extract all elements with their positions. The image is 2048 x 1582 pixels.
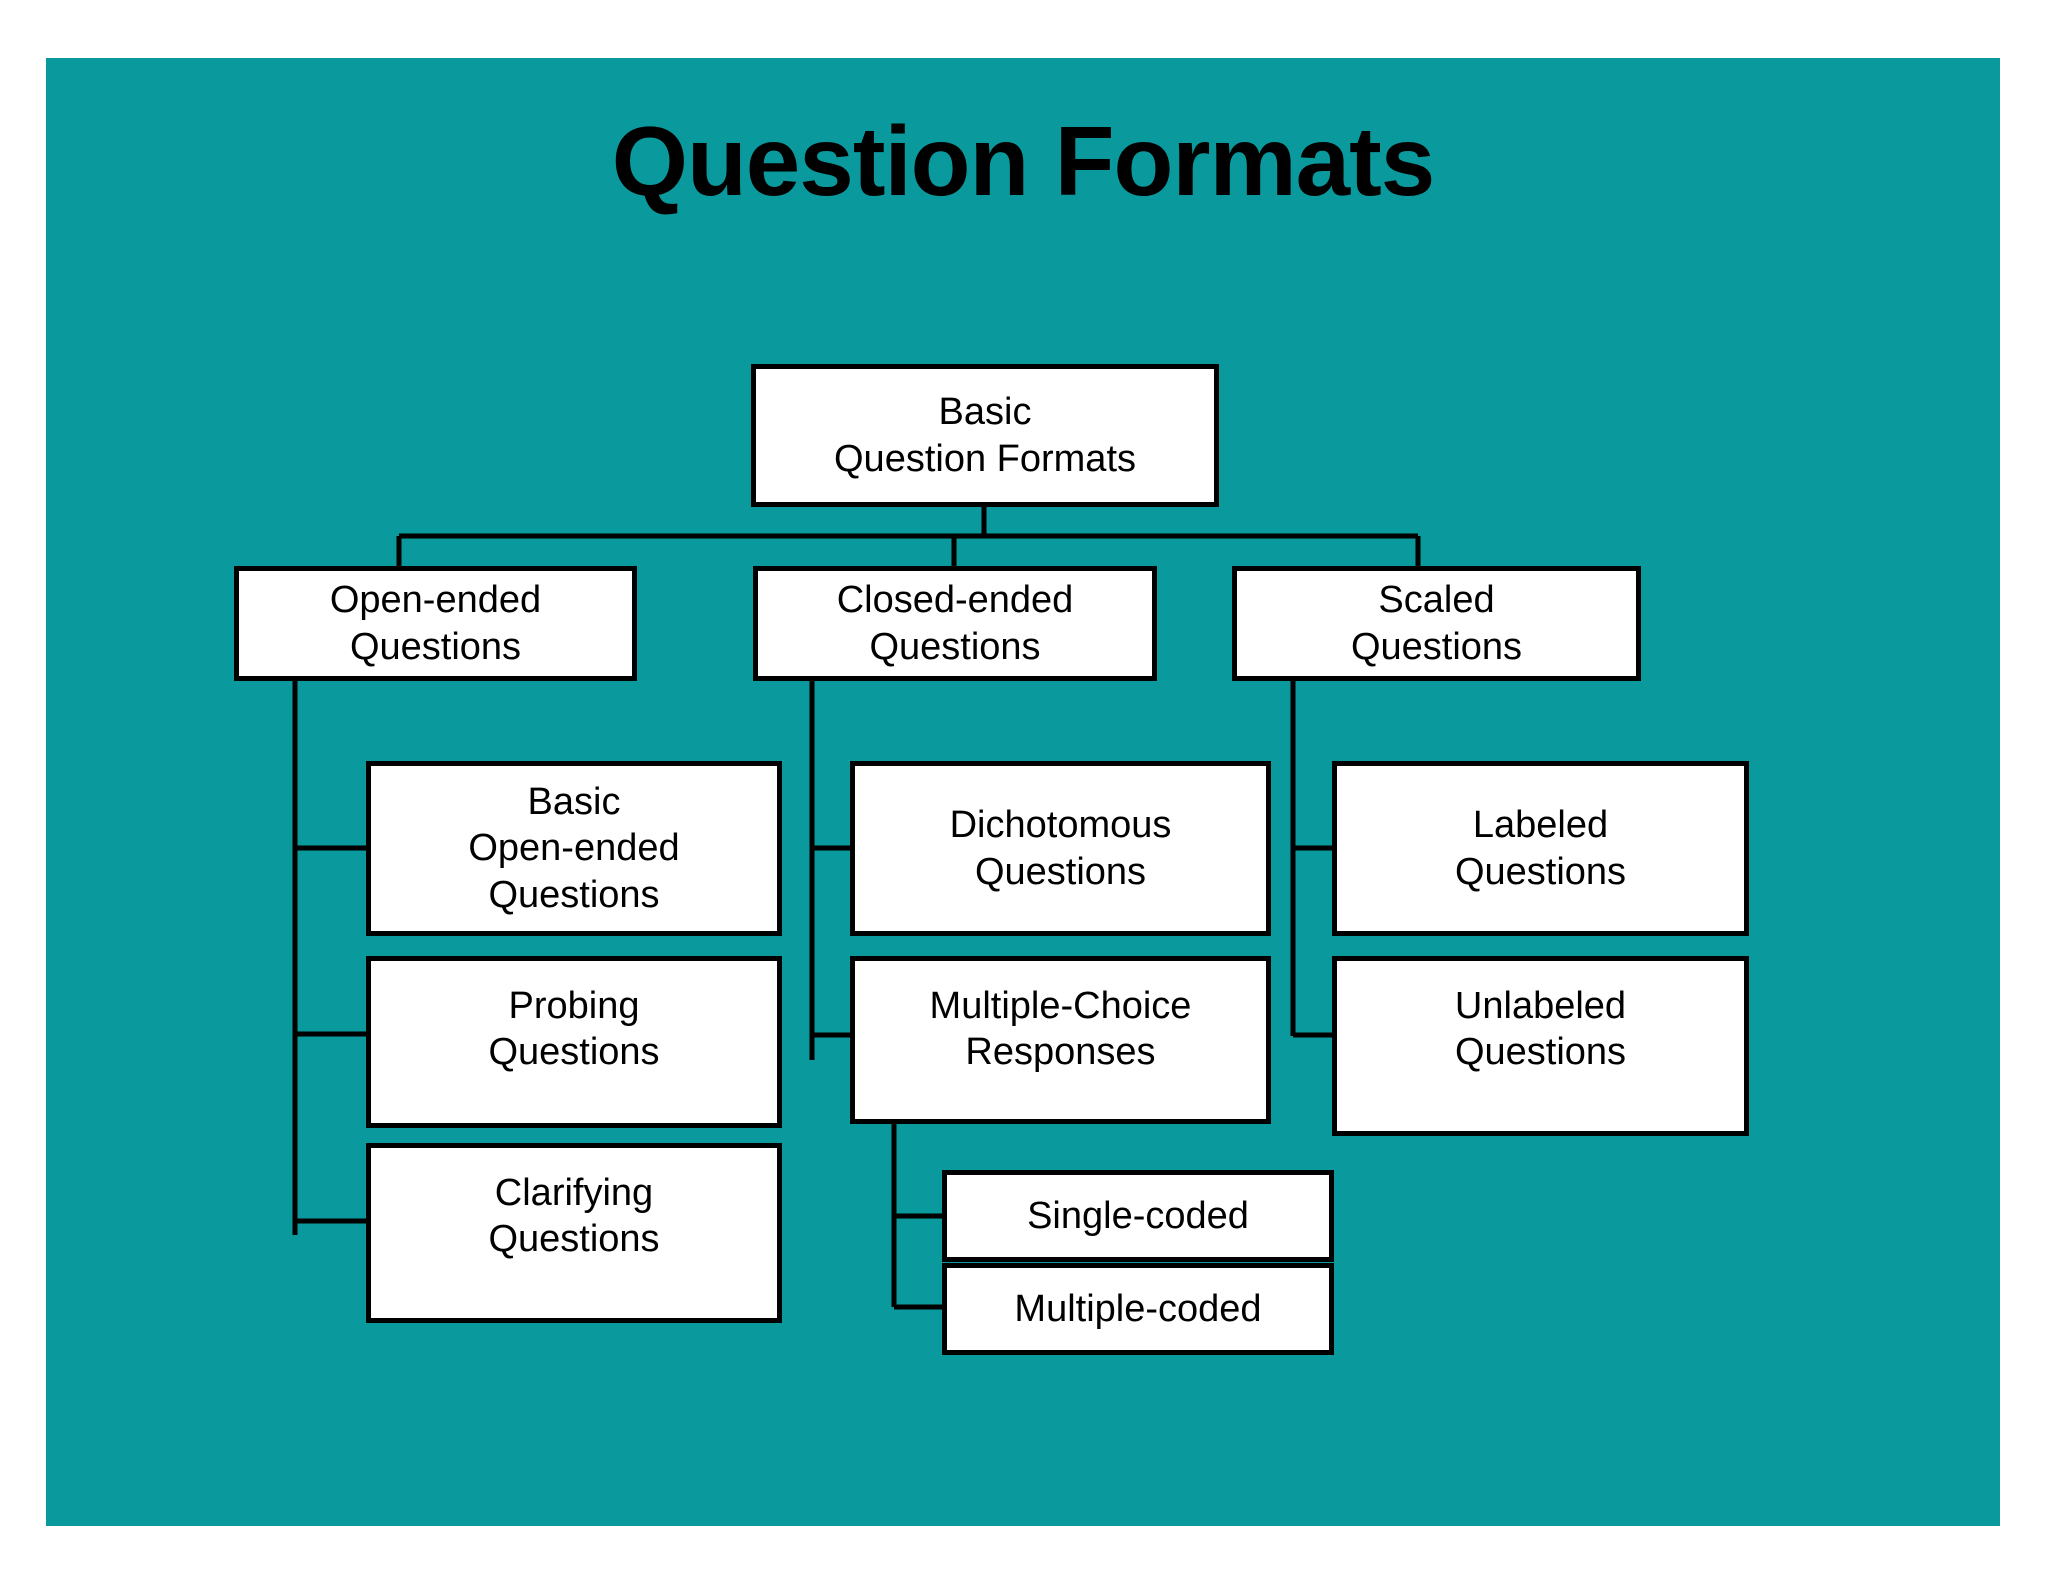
node-label: Multiple-coded [1014,1287,1262,1330]
node-label: Unlabeled Questions [1454,985,1627,1074]
node-label: Closed-ended Questions [836,579,1074,668]
node-label: Clarifying Questions [488,1172,660,1261]
node-label: Single-coded [1027,1194,1249,1237]
node-label: Basic Open-ended Questions [468,780,680,916]
node-basic-question-formats[interactable]: Basic Question Formats [751,364,1219,507]
node-label: Basic Question Formats [834,391,1136,480]
node-closed-ended-questions[interactable]: Closed-ended Questions [753,566,1157,681]
node-scaled-questions[interactable]: Scaled Questions [1232,566,1641,681]
node-unlabeled-questions[interactable]: Unlabeled Questions [1332,956,1749,1136]
slide-canvas: Question Formats [46,58,2000,1526]
node-label: Open-ended Questions [329,579,542,668]
node-single-coded[interactable]: Single-coded [942,1170,1334,1262]
node-multiple-coded[interactable]: Multiple-coded [942,1263,1334,1355]
node-multiple-choice-responses[interactable]: Multiple-Choice Responses [850,956,1271,1124]
node-label: Scaled Questions [1350,579,1523,668]
node-label: Dichotomous Questions [949,804,1172,893]
node-labeled-questions[interactable]: Labeled Questions [1332,761,1749,936]
page-title: Question Formats [611,106,1436,216]
node-label: Multiple-Choice Responses [929,985,1192,1074]
node-dichotomous-questions[interactable]: Dichotomous Questions [850,761,1271,936]
node-label: Labeled Questions [1454,804,1627,893]
node-label: Probing Questions [488,985,660,1074]
node-basic-open-ended-questions[interactable]: Basic Open-ended Questions [366,761,782,936]
node-clarifying-questions[interactable]: Clarifying Questions [366,1143,782,1323]
node-open-ended-questions[interactable]: Open-ended Questions [234,566,637,681]
node-probing-questions[interactable]: Probing Questions [366,956,782,1128]
